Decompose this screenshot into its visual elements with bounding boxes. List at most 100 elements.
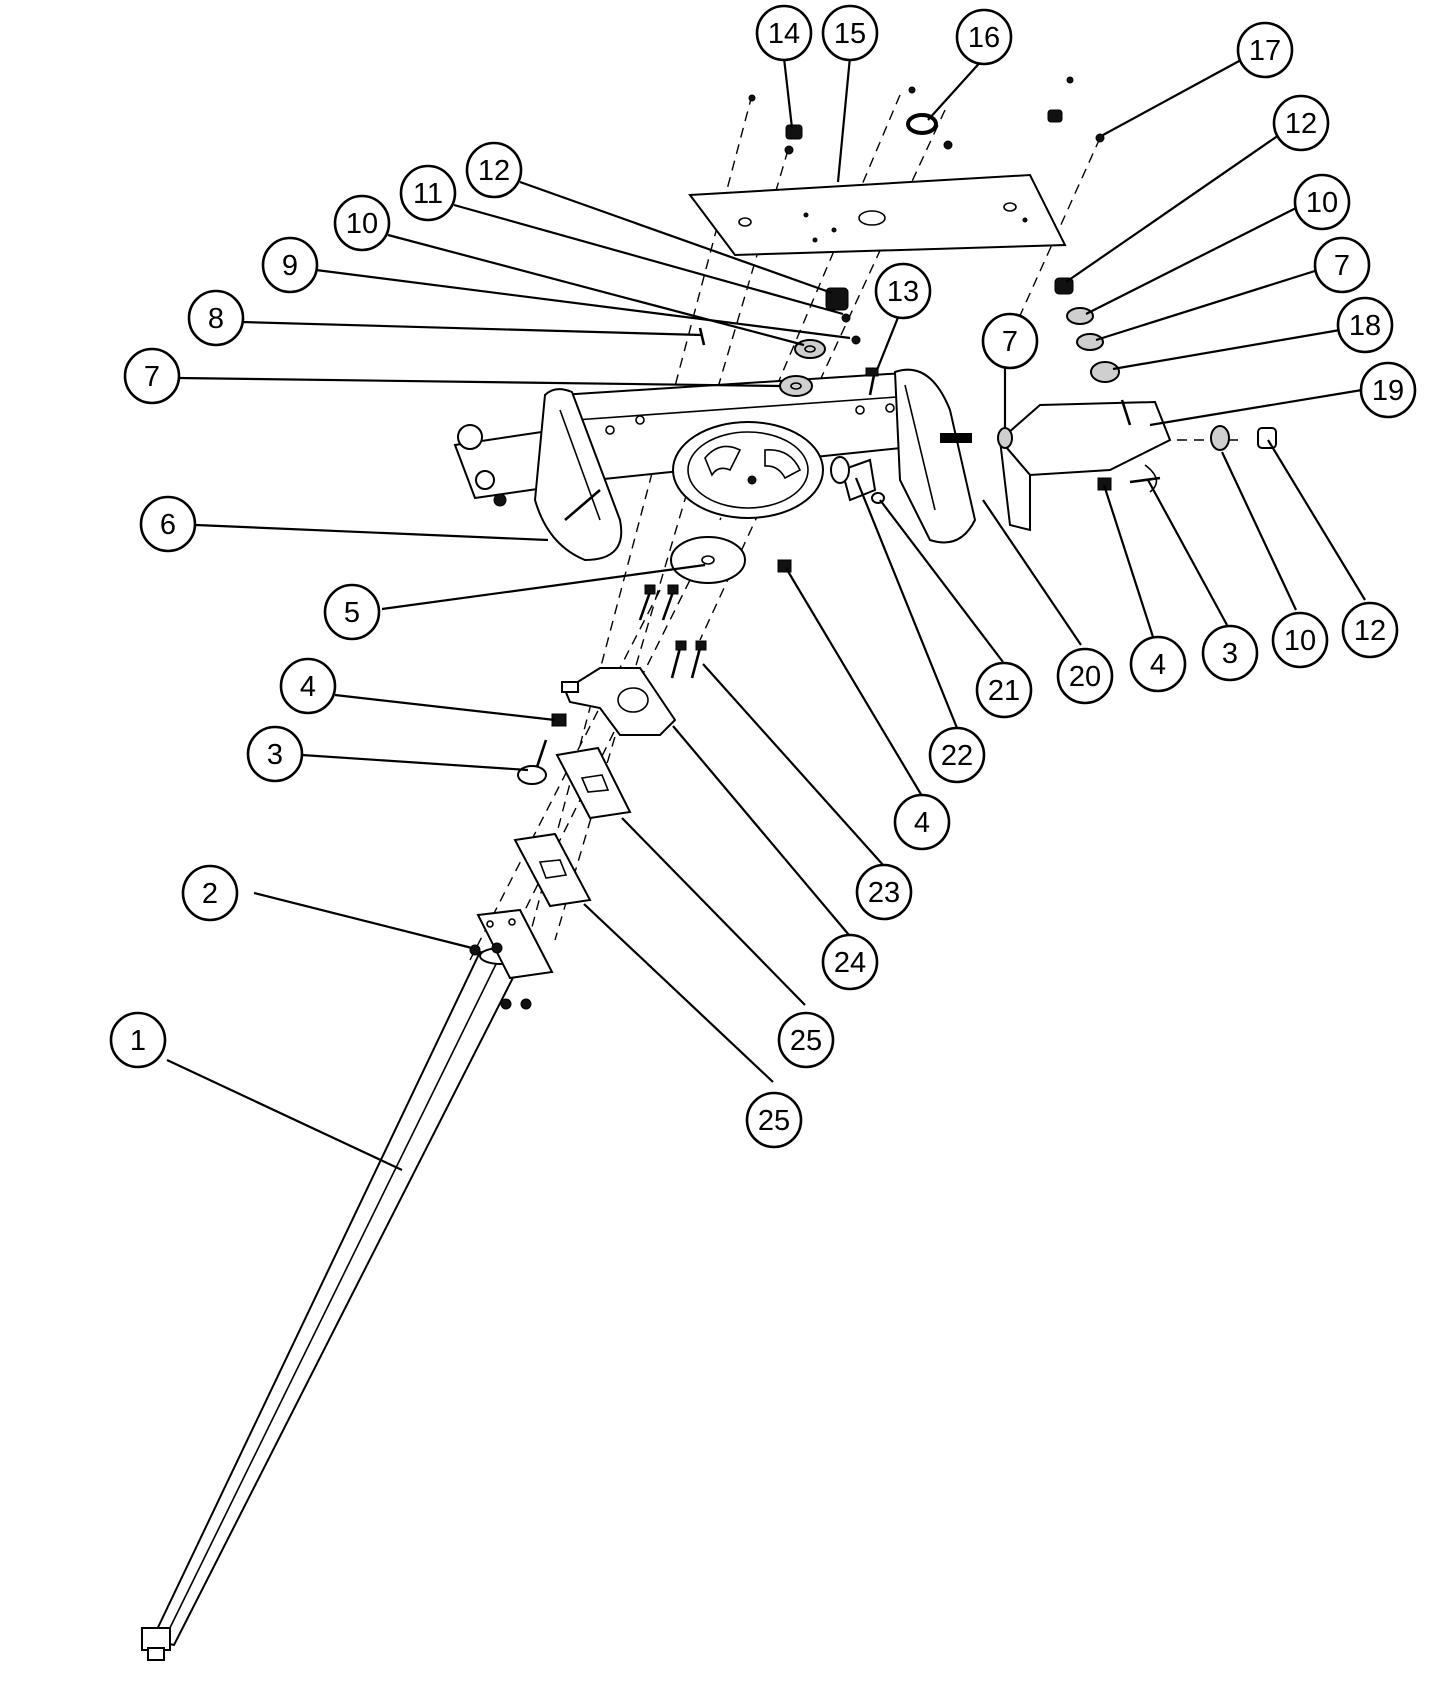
callout-number: 13	[887, 276, 919, 308]
mount-plate-part-2	[469, 908, 554, 1010]
callout-25: 25	[777, 1011, 835, 1069]
callout-circle	[955, 8, 1013, 66]
callout-17: 17	[1236, 21, 1294, 79]
callout-circle	[323, 583, 381, 641]
pin-part-9	[851, 335, 861, 345]
callout-number: 24	[834, 947, 866, 979]
top-screws	[748, 76, 1074, 150]
callout-7: 7	[981, 312, 1039, 370]
callout-number: 7	[144, 361, 160, 393]
callout-7: 7	[1313, 236, 1371, 294]
callout-number: 10	[1306, 187, 1338, 219]
washer-part-10-right-top	[1066, 307, 1094, 325]
callout-9: 9	[261, 236, 319, 294]
callout-number: 20	[1069, 661, 1101, 693]
eyebolt-part-3-left	[517, 739, 548, 785]
plate-part-25-lower	[513, 832, 592, 908]
callout-circle	[123, 347, 181, 405]
callout-number: 19	[1372, 375, 1404, 407]
callout-12: 12	[1341, 601, 1399, 659]
callout-circle	[1341, 601, 1399, 659]
callout-16: 16	[955, 8, 1013, 66]
callout-number: 9	[282, 250, 298, 282]
callout-circle	[187, 289, 245, 347]
nut-part-14	[784, 124, 803, 155]
callout-8: 8	[187, 289, 245, 347]
bracket-part-19	[998, 399, 1172, 532]
callout-number: 10	[346, 208, 378, 240]
protractor-plate-part-20	[893, 368, 977, 544]
callout-circle	[1272, 94, 1330, 152]
callout-circle	[928, 726, 986, 784]
callout-number: 6	[160, 509, 176, 541]
callout-circle	[777, 1011, 835, 1069]
callout-number: 10	[1284, 625, 1316, 657]
callout-circle	[975, 661, 1033, 719]
callout-12: 12	[1272, 94, 1330, 152]
callout-10: 10	[333, 194, 391, 252]
callout-3: 3	[246, 725, 304, 783]
stud-part-13	[865, 367, 879, 396]
washer-part-7-right-top	[1076, 333, 1104, 351]
callout-12: 12	[465, 141, 523, 199]
callout-number: 12	[1285, 108, 1317, 140]
callout-circle	[1271, 611, 1329, 669]
callout-5: 5	[323, 583, 381, 641]
callout-10: 10	[1293, 173, 1351, 231]
callout-4: 4	[893, 793, 951, 851]
callout-circle	[821, 933, 879, 991]
callout-number: 1	[130, 1025, 146, 1057]
callout-circle	[755, 4, 813, 62]
callout-circle	[855, 863, 913, 921]
callout-number: 2	[202, 878, 218, 910]
callout-4: 4	[1129, 635, 1187, 693]
callout-circle	[1359, 361, 1417, 419]
callout-circle	[279, 657, 337, 715]
callout-number: 8	[208, 303, 224, 335]
callout-number: 18	[1349, 310, 1381, 342]
callout-15: 15	[821, 4, 879, 62]
callout-21: 21	[975, 661, 1033, 719]
callout-18: 18	[1336, 296, 1394, 354]
protractor-plate-part-6	[533, 388, 623, 562]
nut-part-12-right	[1257, 427, 1277, 449]
callout-circle	[1336, 296, 1394, 354]
callout-number: 4	[914, 807, 930, 839]
callout-number: 14	[768, 18, 800, 50]
callout-circle	[465, 141, 523, 199]
callout-number: 3	[267, 739, 283, 771]
callout-circle	[981, 312, 1039, 370]
bracket-part-24	[561, 667, 677, 736]
callout-number: 7	[1334, 250, 1350, 282]
screw-part-17	[1095, 133, 1105, 143]
callout-circle	[181, 864, 239, 922]
callout-circle	[1293, 173, 1351, 231]
washer-part-18	[1090, 361, 1120, 383]
callout-19: 19	[1359, 361, 1417, 419]
callout-14: 14	[755, 4, 813, 62]
knob-part-22	[830, 456, 877, 502]
callout-22: 22	[928, 726, 986, 784]
callout-circle	[821, 4, 879, 62]
callout-number: 4	[300, 671, 316, 703]
ring-part-16	[906, 113, 938, 135]
callout-4: 4	[279, 657, 337, 715]
callout-circle	[1236, 21, 1294, 79]
callout-3: 3	[1201, 624, 1259, 682]
callout-13: 13	[874, 262, 932, 320]
callout-1: 1	[109, 1011, 167, 1069]
callout-circle	[139, 495, 197, 553]
pole-part-1	[141, 947, 524, 1661]
callout-20: 20	[1056, 647, 1114, 705]
bolts-part-23	[638, 584, 707, 679]
callout-circle	[399, 164, 457, 222]
callout-circle	[109, 1011, 167, 1069]
callout-number: 7	[1002, 326, 1018, 358]
callout-circle	[745, 1091, 803, 1149]
disc-part-5	[670, 536, 746, 584]
callout-circle	[1313, 236, 1371, 294]
callout-25: 25	[745, 1091, 803, 1149]
callout-number: 12	[478, 155, 510, 187]
